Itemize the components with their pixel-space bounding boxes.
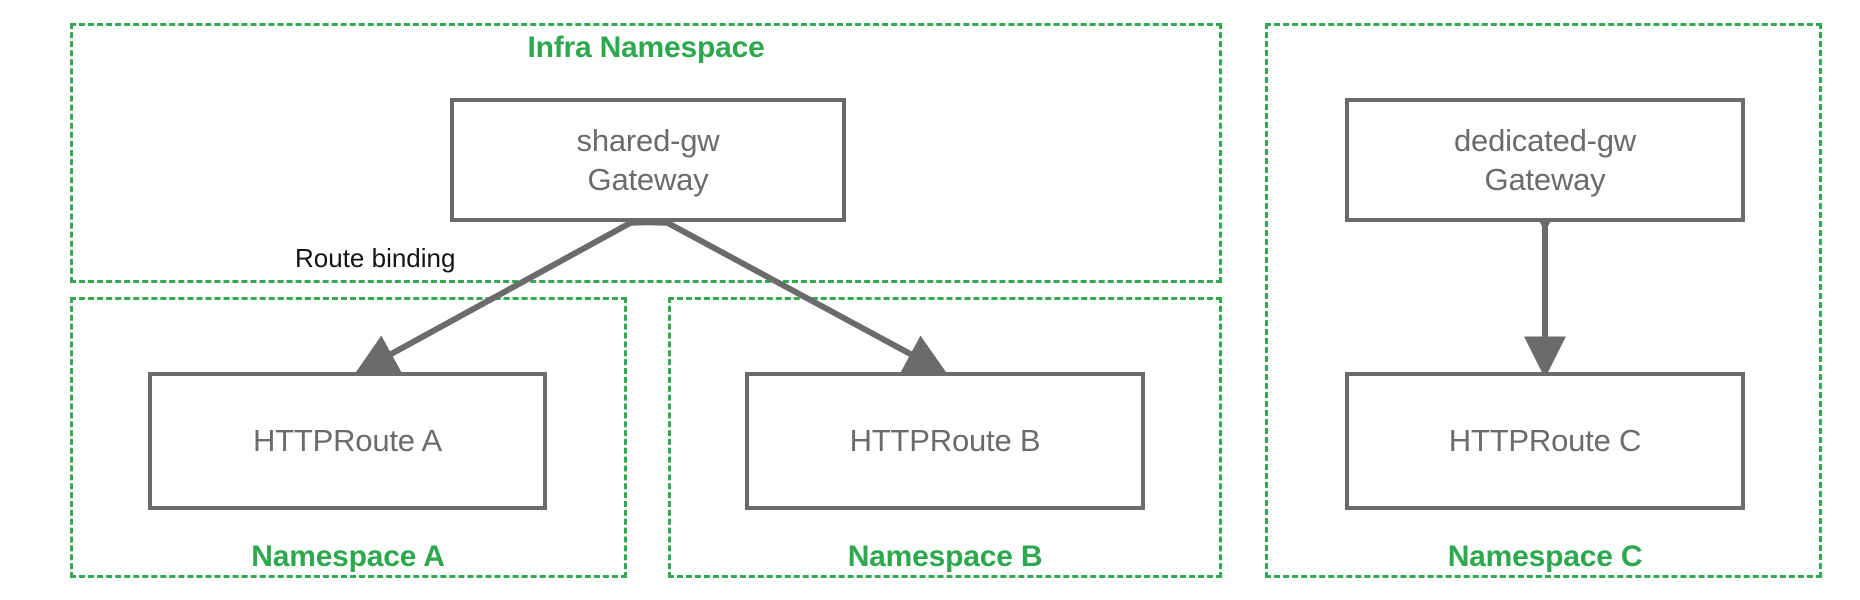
namespace-container-a	[70, 297, 627, 578]
resource-box-httproute-a[interactable]: HTTPRoute A	[148, 372, 547, 510]
namespace-label-c: Namespace C	[1447, 540, 1643, 573]
namespace-label-a: Namespace A	[251, 540, 445, 573]
resource-box-httproute-b[interactable]: HTTPRoute B	[745, 372, 1145, 510]
resource-kind-shared-gw: Gateway	[587, 162, 709, 197]
namespace-container-c	[1265, 23, 1822, 578]
namespace-label-infra: Infra Namespace	[527, 31, 765, 64]
resource-box-httproute-c[interactable]: HTTPRoute C	[1345, 372, 1745, 510]
resource-name-httproute-c: HTTPRoute C	[1448, 423, 1642, 459]
resource-kind-dedicated-gw: Gateway	[1484, 162, 1606, 197]
annotation-route-binding: Route binding	[295, 243, 456, 273]
resource-name-httproute-a: HTTPRoute A	[252, 423, 443, 459]
namespace-label-b: Namespace B	[847, 540, 1043, 573]
resource-name-dedicated-gw: dedicated-gw	[1454, 122, 1636, 158]
resource-name-httproute-b: HTTPRoute B	[849, 423, 1041, 459]
resource-name-shared-gw: shared-gw	[576, 122, 720, 158]
